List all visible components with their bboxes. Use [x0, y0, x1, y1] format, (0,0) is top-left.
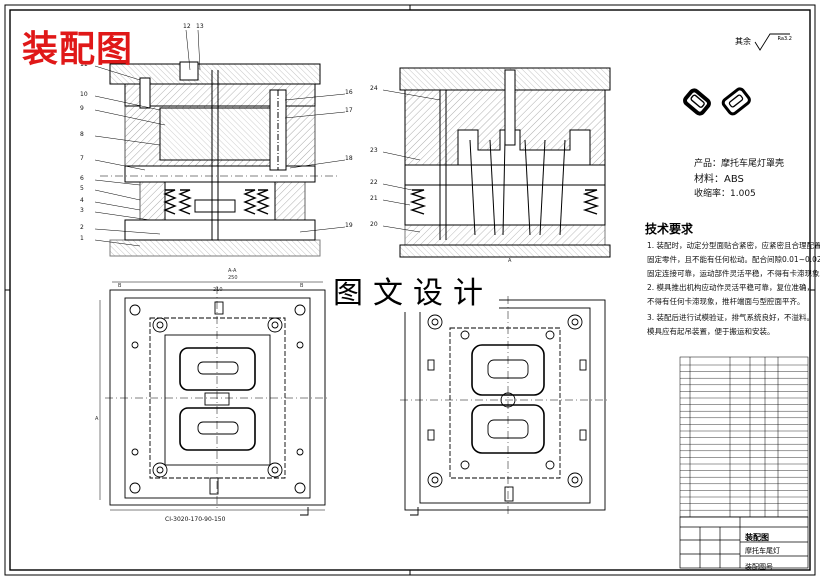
tech-line: 1. 装配时，动定分型面贴合紧密，应紧密且合理配置	[647, 241, 820, 250]
roughness-icon	[754, 33, 790, 51]
tech-line: 2. 模具推出机构应动作灵活平稳可靠，复位准确，	[647, 283, 815, 292]
bottom-dimension: CI-3020-170-90-150	[165, 516, 226, 523]
roughness-value-text: Ra3.2	[777, 36, 792, 43]
svg-text:A: A	[508, 258, 512, 264]
product-part-icon	[683, 88, 711, 116]
svg-text:22: 22	[370, 179, 378, 186]
roughness-label: 其余 Ra3.2	[735, 36, 792, 47]
drawing-title: 装配图	[22, 28, 134, 70]
svg-text:A: A	[95, 416, 99, 422]
bom-table	[679, 356, 809, 518]
svg-text:7: 7	[80, 155, 84, 162]
svg-text:16: 16	[345, 89, 353, 96]
svg-text:B: B	[118, 283, 122, 289]
svg-text:20: 20	[370, 221, 378, 228]
right-part-numbers: 24 23 22 21 20	[370, 85, 378, 228]
left-leaders	[94, 29, 346, 247]
tech-line: 模具应有起吊装置，便于搬运和安装。	[647, 327, 775, 336]
title-block-drawing: 装配图号	[745, 563, 773, 571]
svg-text:17: 17	[345, 107, 353, 114]
product-name: 产品：摩托车尾灯罩壳	[694, 159, 785, 169]
svg-text:2: 2	[80, 224, 84, 231]
svg-text:250: 250	[228, 275, 238, 281]
tech-line: 3. 装配后进行试模验证，排气系统良好，不溢料。	[647, 313, 815, 322]
svg-text:4: 4	[80, 197, 84, 204]
right-section-view	[399, 67, 611, 258]
product-shrinkage: 收缩率：1.005	[694, 189, 756, 199]
tech-line: 不得有任何卡滞现象，推杆端面与型腔面平齐。	[647, 297, 805, 306]
roughness-symbol-text: 其余	[735, 37, 751, 46]
title-block-sub: 摩托车尾灯	[745, 547, 780, 555]
right-plan-view	[300, 296, 610, 516]
title-block-name: 装配图	[745, 533, 769, 542]
bom-rows	[680, 364, 808, 517]
svg-text:21: 21	[370, 195, 378, 202]
svg-text:3: 3	[80, 207, 84, 214]
svg-text:9: 9	[80, 105, 84, 112]
svg-text:1: 1	[80, 235, 84, 242]
svg-text:24: 24	[370, 85, 378, 92]
tech-line: 固定零件，且不能有任何松动。配合间隙0.01~0.02mm左右，	[647, 255, 820, 264]
svg-text:8: 8	[80, 131, 84, 138]
tech-requirements-heading: 技术要求	[645, 222, 694, 236]
svg-text:12: 12	[183, 23, 191, 30]
dimension-marks: B A B A 250 210	[95, 258, 512, 422]
section-label: A-A	[228, 268, 237, 274]
svg-text:5: 5	[80, 185, 84, 192]
product-part-iso-icon	[721, 87, 751, 116]
svg-text:6: 6	[80, 175, 84, 182]
svg-text:11: 11	[80, 61, 88, 68]
product-material: 材料：ABS	[694, 174, 744, 185]
svg-text:B: B	[300, 283, 304, 289]
svg-text:13: 13	[196, 23, 204, 30]
left-section-view	[100, 61, 340, 257]
title-block	[679, 516, 809, 569]
svg-text:210: 210	[213, 287, 223, 293]
tech-line: 固定连接可靠，运动部件灵活平稳，不得有卡滞现象。	[647, 269, 820, 278]
svg-text:23: 23	[370, 147, 378, 154]
svg-text:10: 10	[80, 91, 88, 98]
right-leaders	[382, 89, 441, 233]
left-plan-view	[99, 281, 330, 511]
svg-text:18: 18	[345, 155, 353, 162]
svg-text:19: 19	[345, 222, 353, 229]
watermark-text: 图文设计	[327, 268, 499, 312]
left-part-numbers: 11 12 13 16 17 18 19 10 9 8 7 6 5 4 3 2 …	[80, 23, 353, 242]
